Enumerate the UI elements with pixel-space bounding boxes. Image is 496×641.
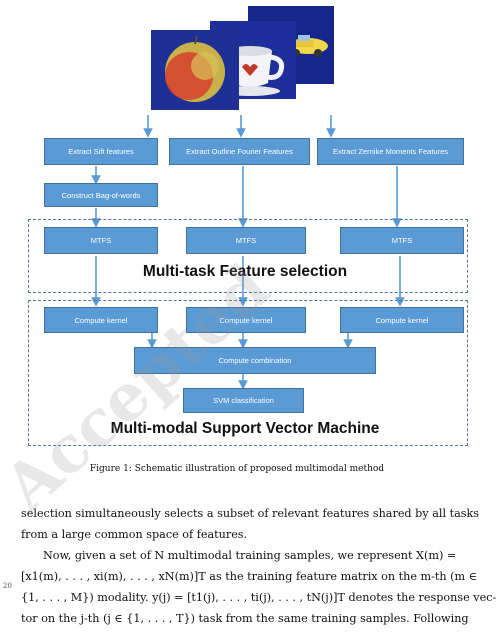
svm-region (28, 300, 468, 446)
body-line-6: tor on the j-th (j ∈ {1, . . . , T}) tas… (21, 612, 469, 625)
mtfs-title: Multi-task Feature selection (142, 263, 348, 280)
mtfs-box-1: MTFS (44, 227, 158, 254)
mtfs-box-2: MTFS (186, 227, 306, 254)
extract-zernike-box: Extract Zernike Moments Features (317, 138, 464, 165)
connector-arrows (91, 115, 405, 390)
kernel-box-3: Compute kernel (340, 307, 464, 333)
body-line-4: [x1(m), . . . , xi(m), . . . , xN(m)]T a… (21, 570, 477, 583)
extract-sift-box: Extract Sift features (44, 138, 158, 165)
mtfs-box-3: MTFS (340, 227, 464, 254)
body-line-5: {1, . . . , M}) modality. y(j) = [t1(j),… (21, 591, 496, 604)
body-text: selection simultaneously selects a subse… (21, 503, 496, 629)
svm-box: SVM classification (183, 388, 304, 413)
body-line-2: from a large common space of features. (21, 528, 248, 541)
extract-fourier-box: Extract Outline Fourier Features (169, 138, 310, 165)
kernel-box-1: Compute kernel (44, 307, 158, 333)
figure-caption: Figure 1: Schematic illustration of prop… (89, 464, 385, 474)
kernel-box-2: Compute kernel (186, 307, 306, 333)
bag-of-words-box: Construct Bag-of-words (44, 183, 158, 207)
body-line-3: Now, given a set of N multimodal trainin… (43, 549, 457, 562)
line-number: 20 (3, 582, 12, 590)
combination-box: Compute combination (134, 347, 376, 374)
svm-title: Multi-modal Support Vector Machine (110, 420, 380, 437)
apple-photo (151, 30, 239, 110)
body-line-1: selection simultaneously selects a subse… (21, 507, 479, 520)
mtfs-region (28, 219, 468, 293)
